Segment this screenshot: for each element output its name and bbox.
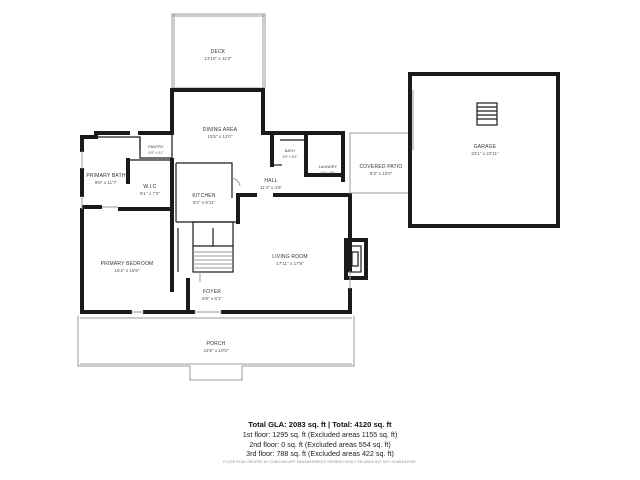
garage-dim: 22'1" x 22'11" [471,151,499,156]
pantry-dim: 4'9" x 4'1" [149,151,165,155]
door-marks [81,151,351,313]
garage-name: GARAGE [474,144,497,150]
porch-dim: 41'5" x 10'0" [203,348,229,353]
room-labels: DECK 13'10" x 11'3" DINING AREA 15'5" x … [86,49,499,353]
deck-name: DECK [211,49,226,55]
primary-bath-name: PRIMARY BATH [86,173,126,179]
third-floor-area: 3rd floor: 788 sq. ft (Excluded areas 42… [246,449,394,459]
primary-bath-dim: 8'8" x 11'7" [95,180,118,185]
pantry-name: PANTRY [148,145,164,149]
hall-name: HALL [264,178,277,184]
bath-dim: 4'9" x 5'0" [283,155,299,159]
laundry-name: LAUNDRY [319,165,338,169]
kitchen-name: KITCHEN [192,193,216,199]
total-gla: Total GLA: 2083 sq. ft | Total: 4120 sq.… [248,420,392,429]
wic-name: W.I.C [143,184,156,190]
wic-dim: 6'1" x 7'2" [140,191,160,196]
disclaimer: FLOOR PLAN CREATED BY CUBICASA APP. MEAS… [223,459,417,464]
covered-patio-outline [349,132,411,194]
covered-patio-dim: 9'3" x 10'0" [370,171,393,176]
dining-dim: 15'5" x 12'0" [207,134,233,139]
interior-walls [82,131,345,314]
dining-name: DINING AREA [203,127,238,133]
deck-dim: 13'10" x 11'3" [204,56,232,61]
foyer-dim: 6'8" x 6'1" [202,296,222,301]
living-room-name: LIVING ROOM [272,254,308,260]
primary-bedroom-dim: 16'2" x 15'5" [114,268,140,273]
porch-outline [77,316,355,381]
staircase [177,221,234,282]
covered-patio-name: COVERED PATIO [360,164,403,170]
primary-bedroom-name: PRIMARY BEDROOM [101,261,154,267]
garage-walls [408,72,560,228]
kitchen-dim: 9'2" x 8'11" [193,200,216,205]
first-floor-area: 1st floor: 1295 sq. ft (Excluded areas 1… [242,430,398,439]
foyer-name: FOYER [203,289,221,295]
second-floor-area: 2nd floor: 0 sq. ft (Excluded areas 554 … [249,439,391,449]
hall-dim: 11'4" x 4'6" [260,185,283,190]
area-summary: Total GLA: 2083 sq. ft | Total: 4120 sq.… [0,420,640,465]
porch-name: PORCH [206,341,225,347]
bath-name: BATH [285,149,295,153]
laundry-dim: 6'3" x 9'5" [321,171,337,175]
living-room-dim: 17'11" x 17'9" [276,261,304,266]
house-walls [80,88,368,314]
